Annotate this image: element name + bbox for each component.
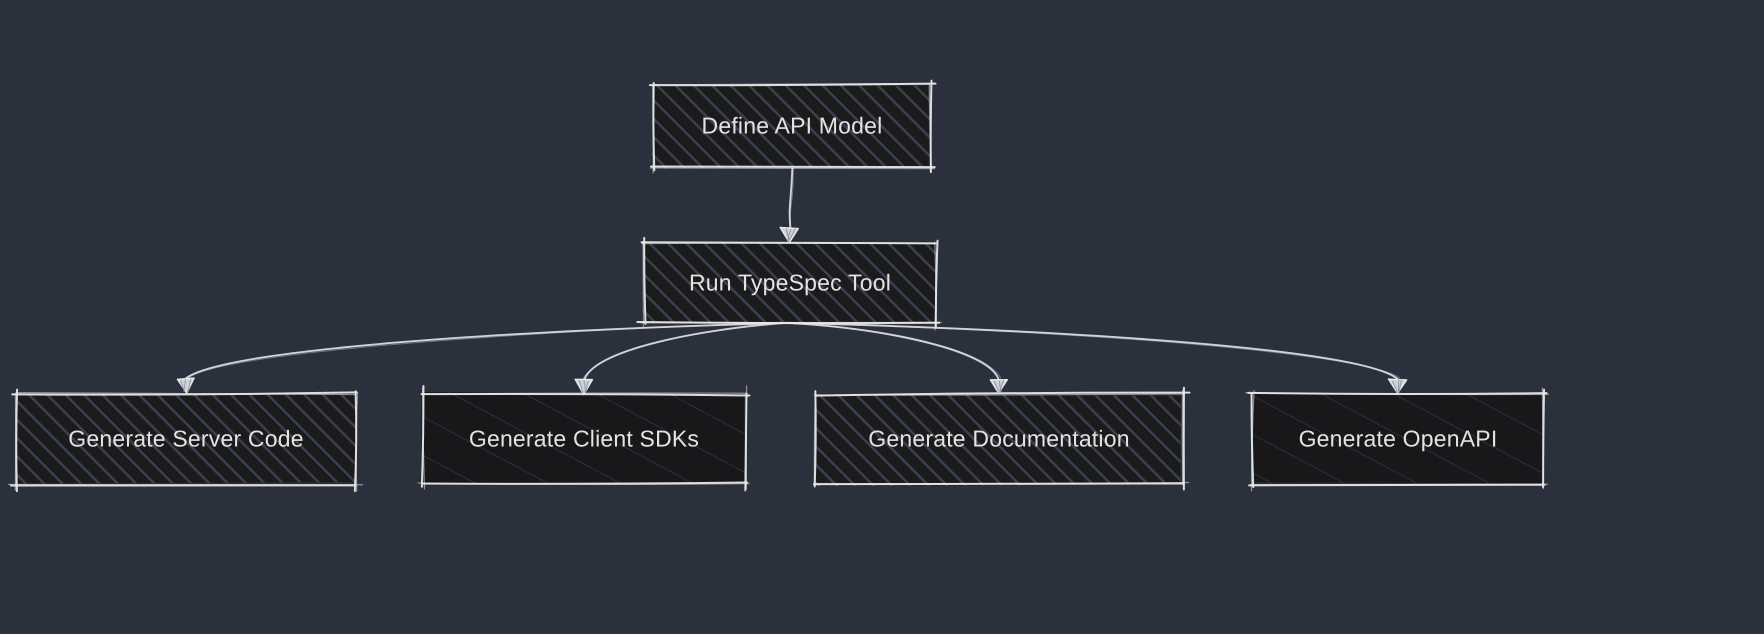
- node-generate-openapi[interactable]: [1245, 387, 1550, 492]
- node-generate-client-sdks[interactable]: [417, 384, 751, 492]
- node-body: [815, 394, 1181, 487]
- edge-edge-run-to-docs: [789, 322, 1002, 380]
- nodes-layer: [7, 79, 1550, 493]
- arrowheads-layer: [176, 226, 1408, 396]
- arrowhead: [1387, 378, 1408, 394]
- node-body: [421, 392, 745, 486]
- node-generate-server-code[interactable]: [7, 388, 364, 493]
- arrowhead: [574, 378, 594, 396]
- edges-layer: [184, 166, 1400, 381]
- node-body: [641, 241, 938, 322]
- edge-edge-define-to-run: [788, 166, 794, 231]
- node-generate-documentation[interactable]: [812, 386, 1191, 491]
- arrowhead: [989, 378, 1009, 394]
- edge-edge-run-to-openapi: [789, 321, 1400, 381]
- node-run-typespec-tool[interactable]: [636, 236, 942, 331]
- node-body: [651, 84, 931, 169]
- arrowhead: [176, 377, 195, 394]
- edge-edge-run-to-client: [581, 321, 791, 381]
- edge-edge-run-to-server: [184, 321, 791, 380]
- node-define-api-model[interactable]: [648, 79, 937, 174]
- arrowhead: [779, 226, 799, 244]
- node-body: [16, 394, 357, 484]
- node-body: [1252, 393, 1544, 484]
